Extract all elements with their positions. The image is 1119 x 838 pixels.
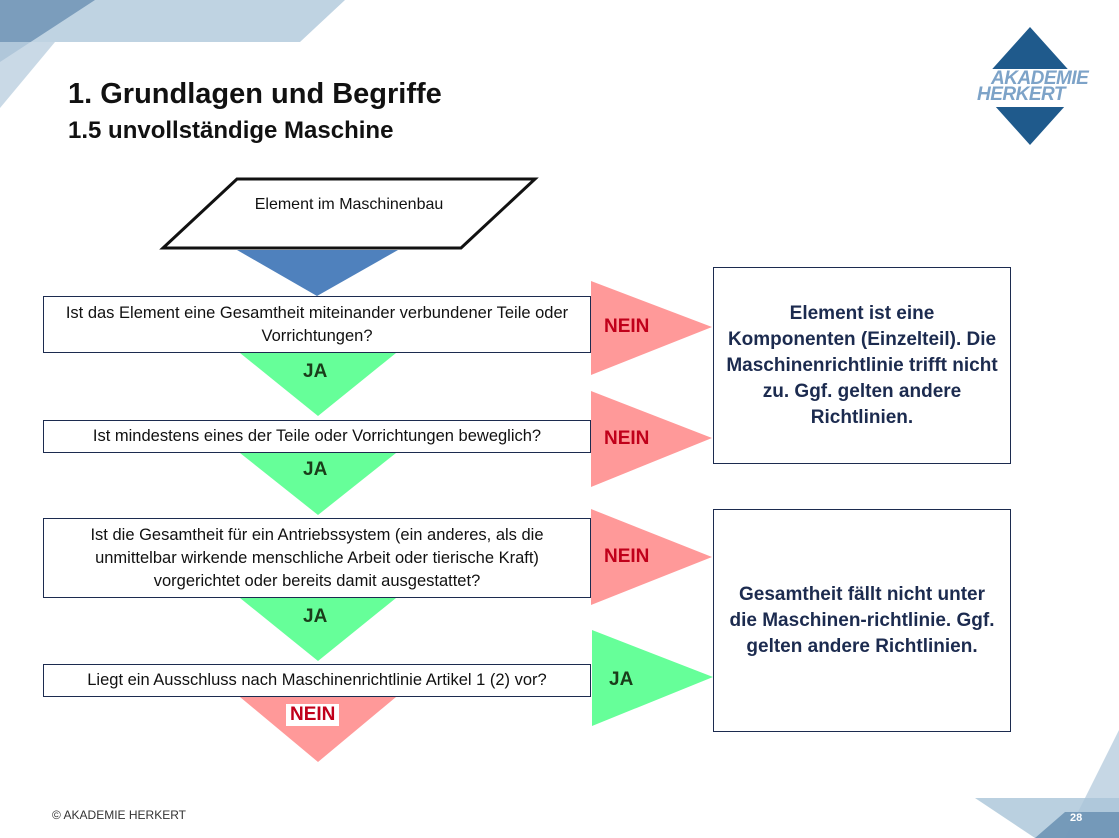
no-label-1: NEIN — [604, 316, 650, 337]
result-text-not-machine: Gesamtheit fällt nicht unter die Maschin… — [729, 583, 995, 657]
page-number: 28 — [1070, 812, 1083, 824]
yes-right-arrow — [592, 630, 713, 726]
logo-text-line1: AKADEMIE — [991, 68, 1089, 89]
logo-diamond-icon — [975, 27, 1083, 145]
no-down-arrow-final — [240, 697, 396, 762]
company-logo: AKADEMIE HERKERT — [975, 25, 1089, 147]
corner-decoration-bottom-right — [975, 730, 1119, 838]
no-label-3: NEIN — [604, 546, 650, 567]
question-text-2: Ist mindestens eines der Teile oder Vorr… — [92, 427, 542, 445]
footer-copyright: © AKADEMIE HERKERT — [52, 808, 186, 822]
result-text-component: Element ist eine Komponenten (Einzelteil… — [726, 302, 998, 428]
result-box-component: Element ist eine Komponenten (Einzelteil… — [713, 267, 1011, 464]
yes-label-right: JA — [609, 669, 634, 690]
page-title: 1. Grundlagen und Begriffe — [68, 78, 442, 110]
question-text-1: Ist das Element eine Gesamtheit miteinan… — [65, 303, 569, 345]
yes-label-2: JA — [303, 459, 328, 480]
no-label-2: NEIN — [604, 428, 650, 449]
question-box-4: Liegt ein Ausschluss nach Maschinenricht… — [43, 664, 591, 697]
no-label-final: NEIN — [286, 704, 340, 726]
question-box-2: Ist mindestens eines der Teile oder Vorr… — [43, 420, 591, 453]
start-down-arrow — [237, 250, 398, 296]
yes-label-1: JA — [303, 361, 328, 382]
no-right-arrow-1 — [591, 281, 712, 375]
yes-label-3: JA — [303, 606, 328, 627]
corner-decoration-top-left — [0, 0, 345, 108]
question-text-4: Liegt ein Ausschluss nach Maschinenricht… — [87, 671, 547, 689]
start-parallelogram — [159, 177, 539, 250]
start-node-text: Element im Maschinenbau — [254, 196, 444, 213]
question-box-1: Ist das Element eine Gesamtheit miteinan… — [43, 296, 591, 353]
question-box-3: Ist die Gesamtheit für ein Antriebssyste… — [43, 518, 591, 598]
page-subtitle: 1.5 unvollständige Maschine — [68, 117, 394, 144]
question-text-3: Ist die Gesamtheit für ein Antriebssyste… — [90, 525, 544, 590]
no-right-arrow-3 — [591, 509, 712, 605]
result-box-not-machine: Gesamtheit fällt nicht unter die Maschin… — [713, 509, 1011, 732]
yes-down-arrow-2 — [240, 453, 396, 515]
logo-text-line2: HERKERT — [977, 84, 1066, 105]
yes-down-arrow-3 — [240, 598, 396, 661]
no-right-arrow-2 — [591, 391, 712, 487]
yes-down-arrow-1 — [240, 353, 396, 416]
